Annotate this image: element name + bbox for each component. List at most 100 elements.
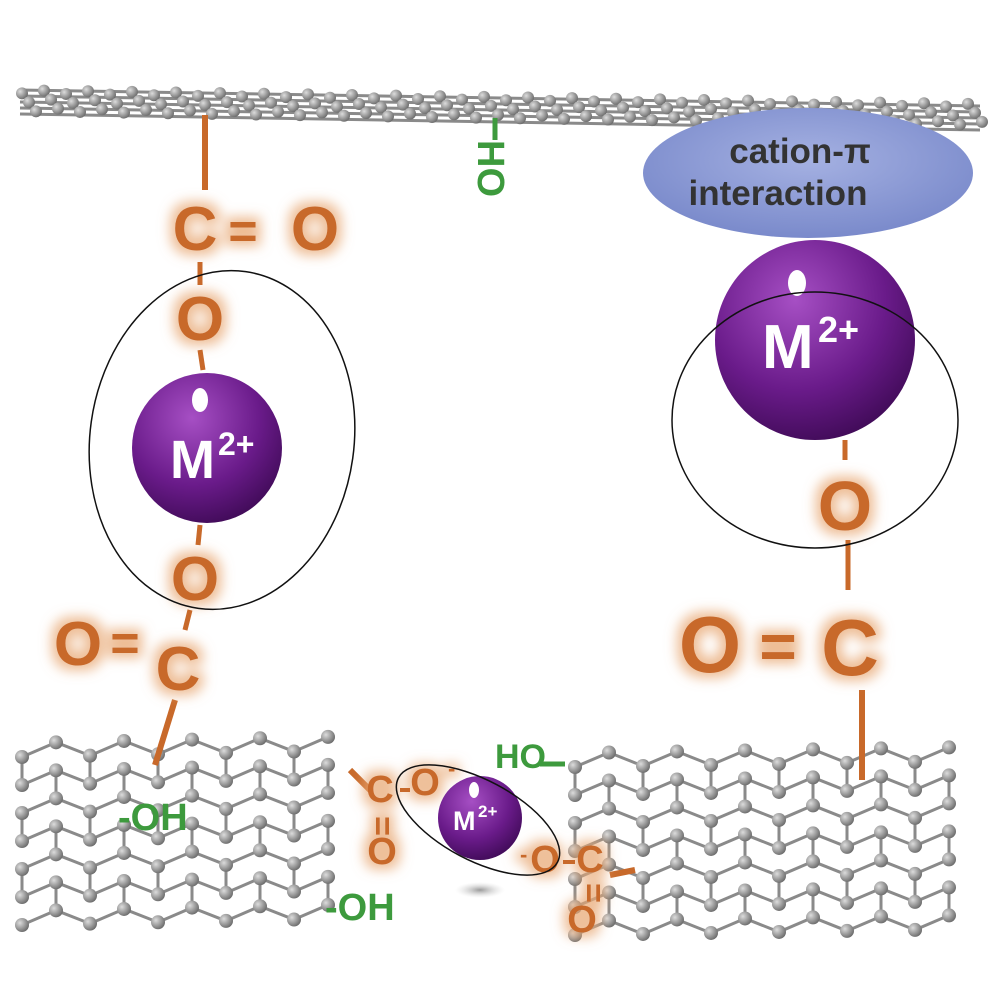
- carbon-atom: [287, 744, 301, 759]
- carbon-atom: [219, 745, 233, 760]
- carbon-atom: [104, 88, 116, 101]
- carbon-atom: [602, 113, 614, 126]
- carbon-atom: [544, 94, 556, 107]
- linker-bonds: [152, 115, 865, 878]
- carbon-atom: [947, 109, 959, 122]
- carbon-atom: [602, 857, 616, 872]
- carbon-atom: [316, 106, 328, 119]
- carbon-atom: [808, 98, 820, 111]
- carbon-atom: [287, 100, 299, 113]
- carbon-atom: [287, 884, 301, 899]
- metal-charge: 2+: [218, 426, 254, 462]
- carbon-atom: [908, 754, 922, 769]
- carbon-atom: [117, 901, 131, 916]
- carbon-atom: [903, 108, 915, 121]
- carbon-atom: [962, 97, 974, 110]
- carbon-atom: [287, 772, 301, 787]
- coordination-ellipse-right: [671, 291, 959, 549]
- carbon-atom: [704, 869, 718, 884]
- carbon-atom: [942, 908, 956, 923]
- carbon-atom: [636, 842, 650, 857]
- oxygen-label: O: [54, 610, 102, 679]
- carbon-atom: [529, 100, 541, 113]
- interaction-label: interaction: [689, 174, 868, 213]
- carbon-atom: [45, 93, 57, 106]
- carbon-atom: [568, 816, 582, 830]
- carbon-atom: [151, 859, 165, 874]
- carbon-atom: [840, 755, 854, 770]
- carbon-atom: [786, 95, 798, 108]
- carbon-atom: [448, 108, 460, 121]
- carbon-atom: [874, 881, 888, 896]
- carbon-atom: [925, 106, 937, 119]
- carbon-atom: [602, 913, 616, 928]
- carbon-atom: [83, 916, 97, 931]
- carbon-atom: [151, 775, 165, 790]
- carbon-atom: [602, 773, 616, 788]
- oxygen-label: O: [410, 762, 440, 804]
- carbon-atom: [646, 114, 658, 127]
- carbon-atom: [670, 800, 684, 815]
- carbon-atom: [15, 862, 29, 876]
- carbon-atom: [908, 866, 922, 881]
- carbon-atom: [162, 107, 174, 120]
- oxygen-label: O: [176, 285, 224, 354]
- carbon-atom: [30, 105, 42, 118]
- carbon-atom: [83, 860, 97, 875]
- double-bond: =: [363, 816, 401, 836]
- carbon-atom: [74, 105, 86, 118]
- carbon-atom: [908, 782, 922, 797]
- carbon-atom: [49, 903, 63, 918]
- carbon-atom: [253, 871, 267, 886]
- bottom-carboxylates: C O - = O O - C = O: [363, 756, 612, 941]
- carbon-atom: [670, 884, 684, 899]
- oxygen-label: O: [291, 195, 339, 264]
- carbon-atom: [404, 107, 416, 120]
- carbon-atom: [568, 900, 582, 914]
- carbon-atom: [185, 844, 199, 859]
- carbon-atom: [151, 831, 165, 846]
- carbon-atom: [840, 783, 854, 798]
- carbon-atom: [331, 100, 343, 113]
- carbon-atom: [49, 763, 63, 778]
- carbon-atom: [15, 806, 29, 820]
- carbon-atom: [243, 99, 255, 112]
- carbon-atom: [639, 105, 651, 118]
- carbon-atom: [507, 103, 519, 116]
- carbon-atom: [588, 95, 600, 108]
- carbon-atom: [874, 909, 888, 924]
- carbon-atom: [636, 898, 650, 913]
- carbon-atom: [390, 89, 402, 102]
- carbon-atom: [683, 105, 695, 118]
- carbon-atom: [199, 98, 211, 111]
- carbon-atom: [568, 844, 582, 858]
- carbon-atom: [15, 890, 29, 904]
- carbon-atom: [840, 811, 854, 826]
- carbon-atom: [568, 760, 582, 774]
- carbon-atom: [192, 89, 204, 102]
- carbon-atom: [117, 817, 131, 832]
- carbon-atom: [89, 94, 101, 107]
- metal-charge: 2+: [478, 802, 497, 821]
- carbon-atom: [624, 110, 636, 123]
- carbon-atom: [15, 750, 29, 764]
- carbon-atom: [705, 103, 717, 116]
- carbon-atom: [840, 923, 854, 938]
- carbon-atom: [566, 92, 578, 105]
- carbon-atom: [830, 95, 842, 108]
- carbon-atom: [126, 85, 138, 98]
- carbon-atom: [219, 773, 233, 788]
- left-bonds: [182, 262, 206, 631]
- carbon-atom: [874, 769, 888, 784]
- carbon-atom: [969, 106, 981, 119]
- carbon-atom: [772, 756, 786, 771]
- cation-pi-label: cation-π: [729, 132, 871, 171]
- carbon-atom: [485, 99, 497, 112]
- metal-symbol: M: [762, 313, 814, 382]
- double-bond: =: [228, 203, 257, 259]
- carbon-atom: [940, 100, 952, 113]
- carbon-atom: [670, 772, 684, 787]
- carbon-atom: [253, 787, 267, 802]
- carbon-atom: [874, 825, 888, 840]
